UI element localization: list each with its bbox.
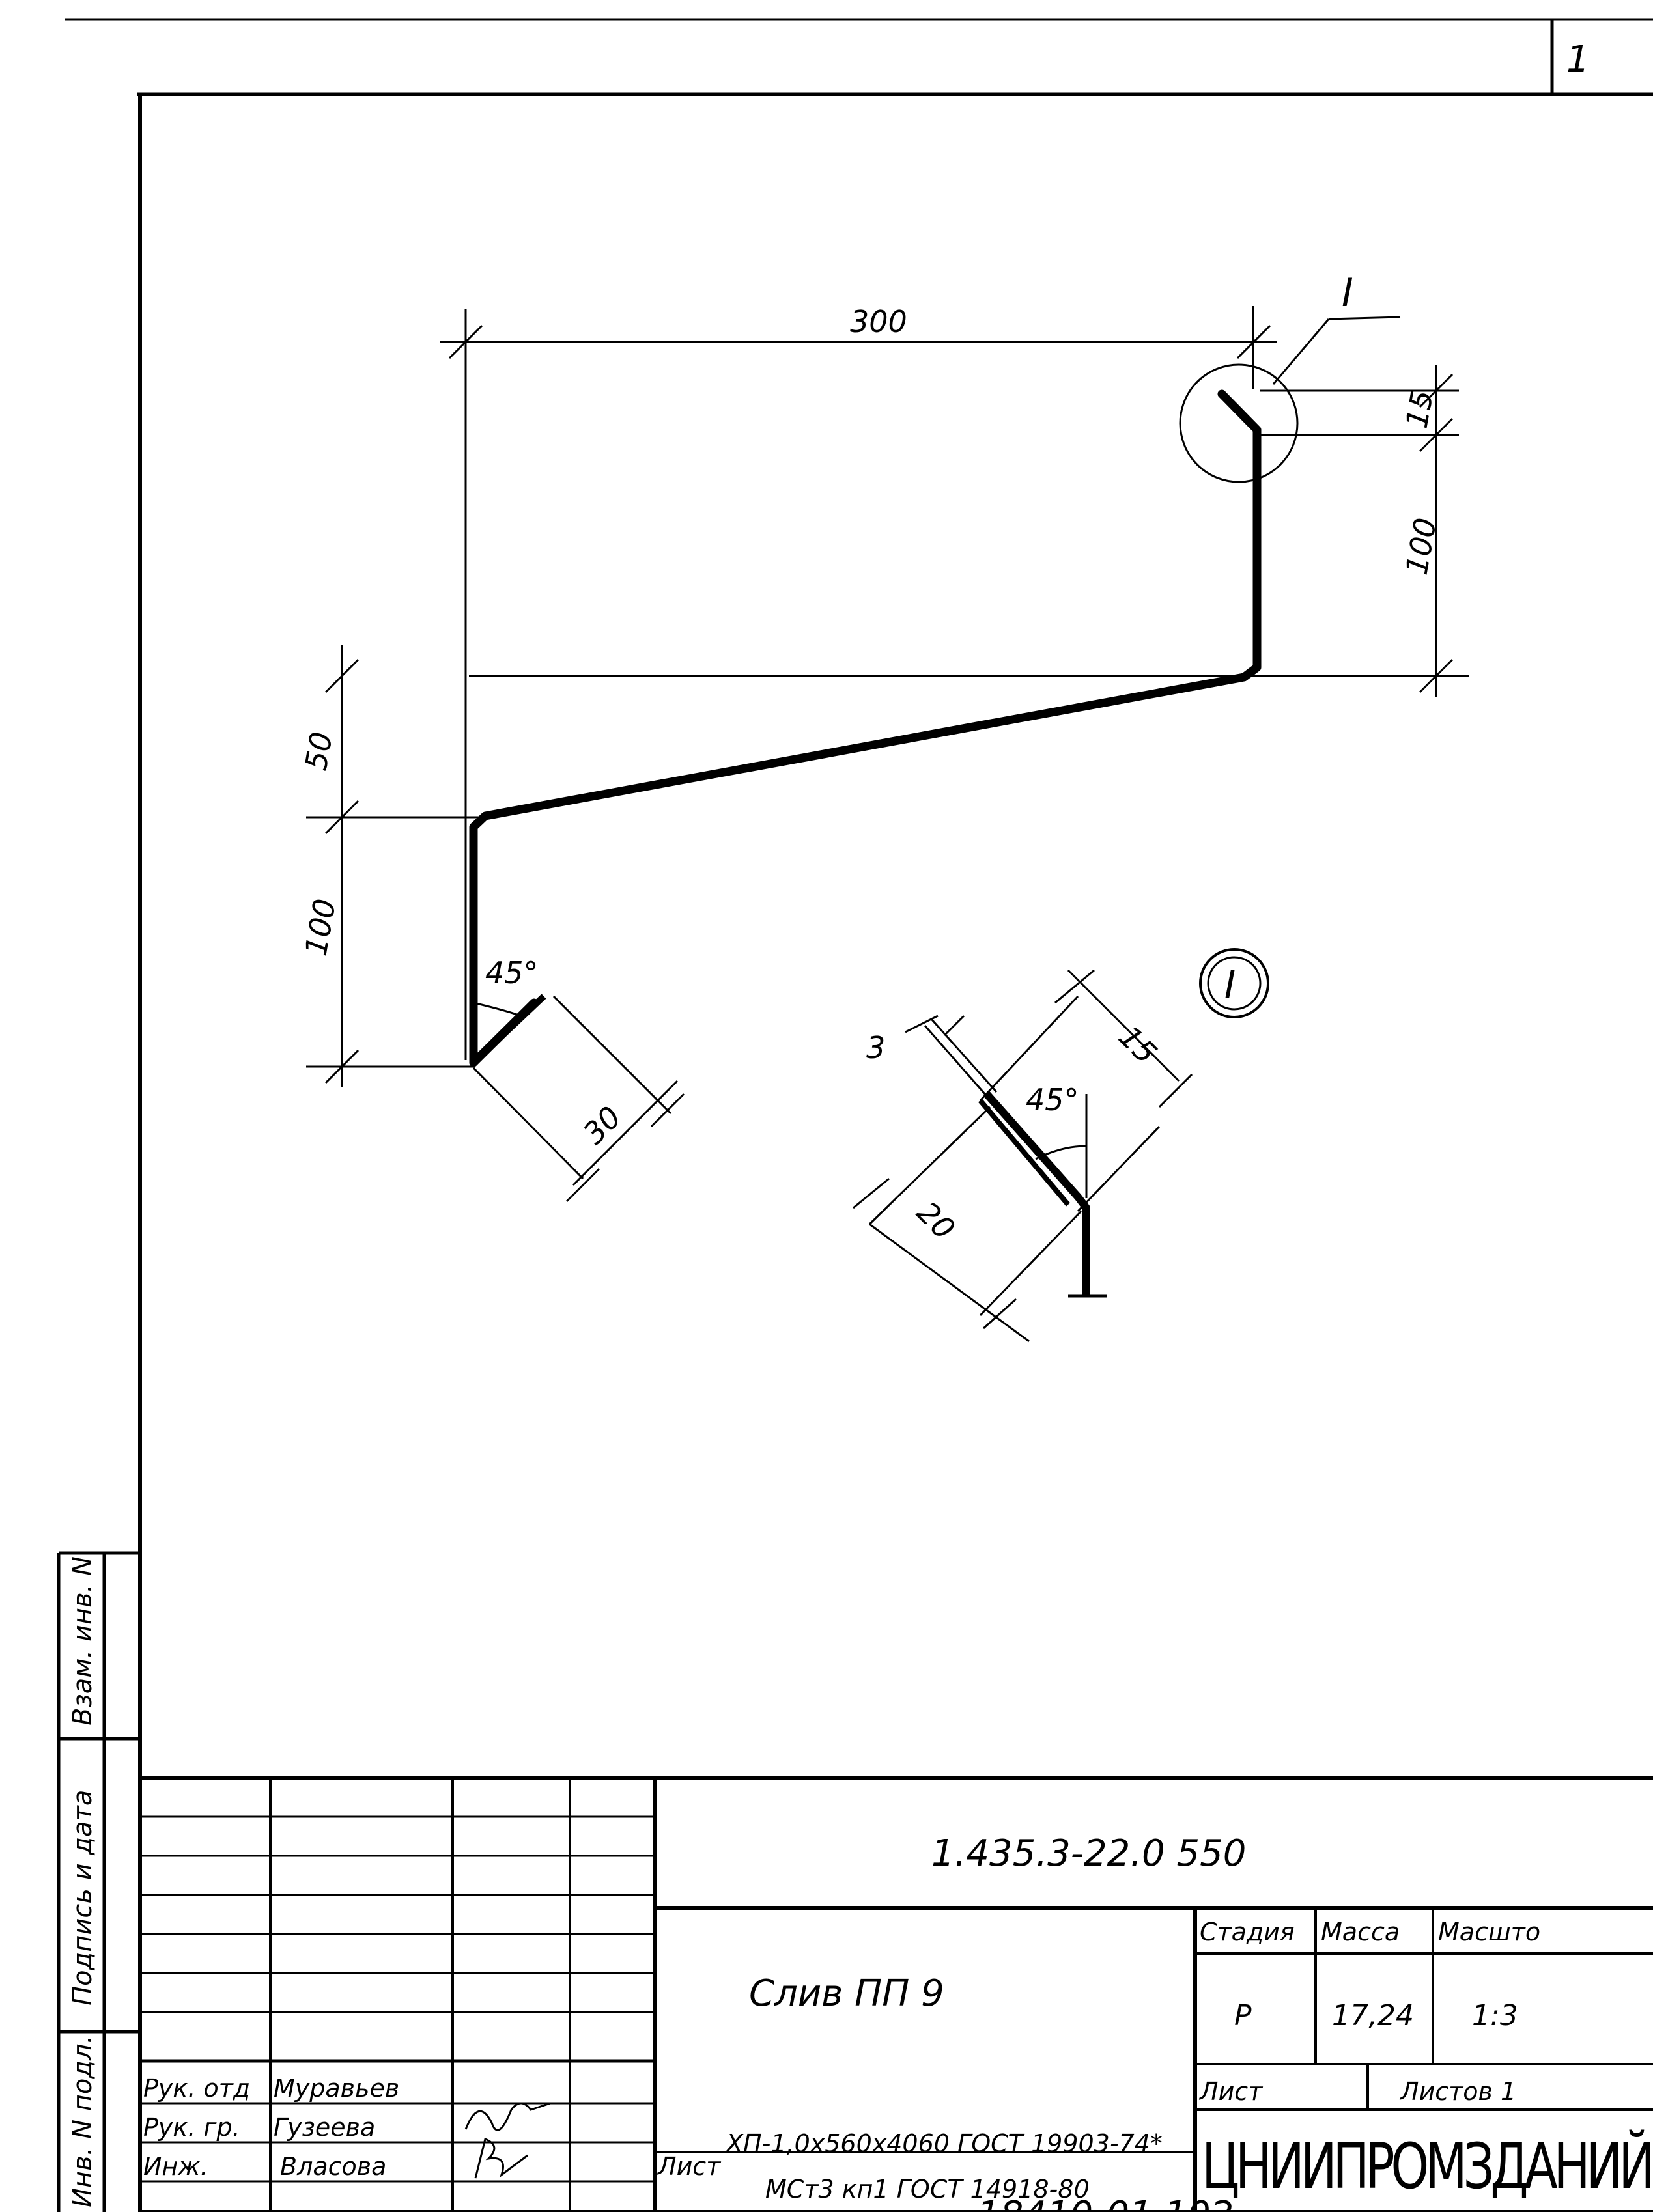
side-stamp-sign-date: Подпись и дата bbox=[68, 1790, 98, 2006]
detail-dim-3: 3 bbox=[866, 1030, 885, 1065]
dim-100-left: 100 bbox=[298, 896, 343, 959]
name-2: Гузеева bbox=[274, 2113, 375, 2142]
stage-label: Стадия bbox=[1200, 1918, 1295, 1946]
name-1: Муравьев bbox=[274, 2074, 399, 2103]
detail-label-I: I bbox=[1224, 962, 1236, 1007]
role-1: Рук. отд bbox=[143, 2074, 250, 2103]
detail-I: I 3 15 45° 20 bbox=[853, 948, 1269, 1343]
signatures bbox=[464, 2102, 551, 2179]
detail-profile bbox=[983, 1091, 1090, 1296]
dim-15-right: 15 bbox=[1399, 387, 1440, 431]
dim-angle-45-left: 45° bbox=[485, 955, 539, 990]
mass-value: 17,24 bbox=[1332, 1999, 1414, 2032]
dim-300: 300 bbox=[850, 304, 907, 339]
role-2: Рук. гр. bbox=[143, 2113, 240, 2142]
side-stamp-vzam-inv: Взам. инв. N bbox=[68, 1556, 98, 1726]
detail-dim-15: 15 bbox=[1112, 1019, 1164, 1071]
profile-hem bbox=[471, 994, 546, 1065]
side-stamp-inv-podl: Инв. N подл. bbox=[68, 2036, 98, 2207]
sheet-label: Лист bbox=[1198, 2077, 1264, 2106]
scale-value: 1:3 bbox=[1472, 1999, 1518, 2032]
sheets-count: Листов 1 bbox=[1399, 2077, 1516, 2106]
scale-label: Масшто bbox=[1438, 1918, 1540, 1946]
designation-code: 1.435.3-22.0 550 bbox=[931, 1832, 1246, 1875]
side-stamp bbox=[57, 1551, 140, 2212]
callout-label-I: I bbox=[1342, 270, 1353, 316]
detail-dim-45: 45° bbox=[1026, 1082, 1079, 1117]
material-line-2: МСт3 кп1 ГОСТ 14918-80 bbox=[765, 2175, 1090, 2204]
dimension-lines bbox=[306, 306, 1469, 1203]
bottom-partial-number: 18410-01 102 bbox=[977, 2194, 1234, 2212]
corner-sheet-number: 1 bbox=[1566, 38, 1590, 81]
organization-name: ЦНИИПРОМЗДАНИЙ bbox=[1202, 2129, 1651, 2203]
mass-label: Масса bbox=[1321, 1918, 1400, 1946]
detail-dim-20: 20 bbox=[910, 1195, 962, 1247]
title-block-grid bbox=[140, 1776, 1653, 2212]
material-line-1: ХП-1,0х560х4060 ГОСТ 19903-74* bbox=[725, 2129, 1163, 2158]
flashing-profile bbox=[469, 389, 1262, 1067]
stage-value: Р bbox=[1234, 1999, 1252, 2032]
name-3: Власова bbox=[280, 2152, 386, 2181]
dim-50-left: 50 bbox=[298, 729, 339, 773]
role-3: Инж. bbox=[143, 2152, 208, 2181]
dim-30-hem: 30 bbox=[576, 1099, 629, 1151]
sheet-frame bbox=[65, 18, 1653, 2212]
product-title: Слив ПП 9 bbox=[749, 1972, 944, 2015]
material-prefix: Лист bbox=[657, 2152, 722, 2181]
